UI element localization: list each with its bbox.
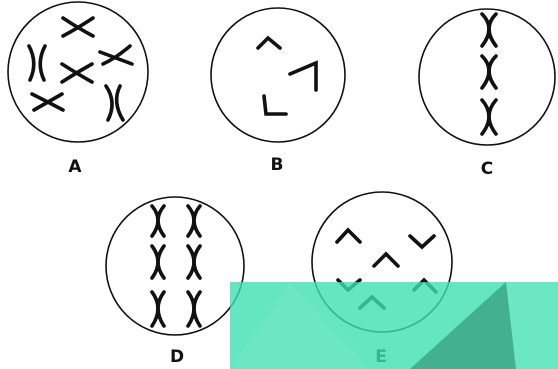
cell-d: D	[106, 197, 244, 367]
cell-a-label: A	[68, 157, 82, 177]
cell-c-label: C	[481, 159, 493, 179]
cell-e: E	[312, 192, 452, 367]
cell-b: B	[211, 8, 345, 175]
cell-b-label: B	[271, 155, 284, 175]
cell-b-membrane	[211, 8, 345, 142]
cell-d-membrane	[106, 197, 244, 335]
cell-a: A	[8, 2, 148, 177]
cell-e-membrane	[312, 192, 452, 332]
cell-e-label: E	[375, 347, 387, 367]
cell-d-label: D	[170, 347, 184, 367]
cell-c: C	[419, 9, 555, 179]
